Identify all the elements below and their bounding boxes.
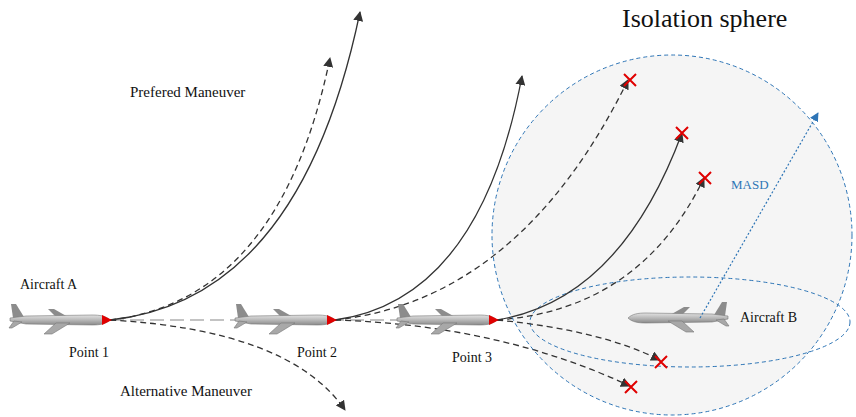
aircraft-label: Aircraft B xyxy=(738,310,799,326)
conflict-cross xyxy=(625,381,637,393)
sphere-outline xyxy=(492,55,852,415)
point-label: Point 2 xyxy=(295,345,339,361)
point-label: Point 1 xyxy=(67,345,111,361)
conflict-cross xyxy=(624,74,636,86)
distance-label: MASD xyxy=(729,178,771,193)
sphere-fill xyxy=(492,55,852,415)
sphere-outline xyxy=(492,55,852,417)
conflict-cross xyxy=(699,172,711,184)
preferred-trajectory xyxy=(335,80,628,320)
maneuver-trajectories xyxy=(110,12,704,410)
maneuver-label: Prefered Maneuver xyxy=(128,84,247,101)
conflict-cross xyxy=(655,356,667,368)
aircraft-symbol xyxy=(628,302,729,332)
radius-arrow xyxy=(700,113,818,318)
isolation-sphere: Isolation sphereMASDAircraft B xyxy=(492,55,852,417)
conflict-cross xyxy=(676,127,688,139)
conflict-crosses xyxy=(624,74,711,393)
alternative-trajectory xyxy=(335,320,630,386)
aircraft-label: Aircraft A xyxy=(18,277,79,293)
equator-ellipse xyxy=(530,277,850,367)
preferred-trajectory xyxy=(110,12,360,320)
preferred-trajectory xyxy=(110,58,330,320)
maneuver-label: Alternative Maneuver xyxy=(118,383,254,400)
preferred-trajectory xyxy=(497,133,682,320)
point-label: Point 3 xyxy=(450,350,494,366)
preferred-trajectory xyxy=(335,76,522,320)
alternative-trajectory xyxy=(110,320,345,410)
aircraft-symbol xyxy=(9,304,112,334)
aircraft-symbol xyxy=(396,304,499,334)
preferred-trajectory xyxy=(497,178,704,320)
sphere-title: Isolation sphere xyxy=(620,4,789,34)
aircraft-symbol xyxy=(234,304,337,334)
alternative-trajectory xyxy=(497,320,660,360)
